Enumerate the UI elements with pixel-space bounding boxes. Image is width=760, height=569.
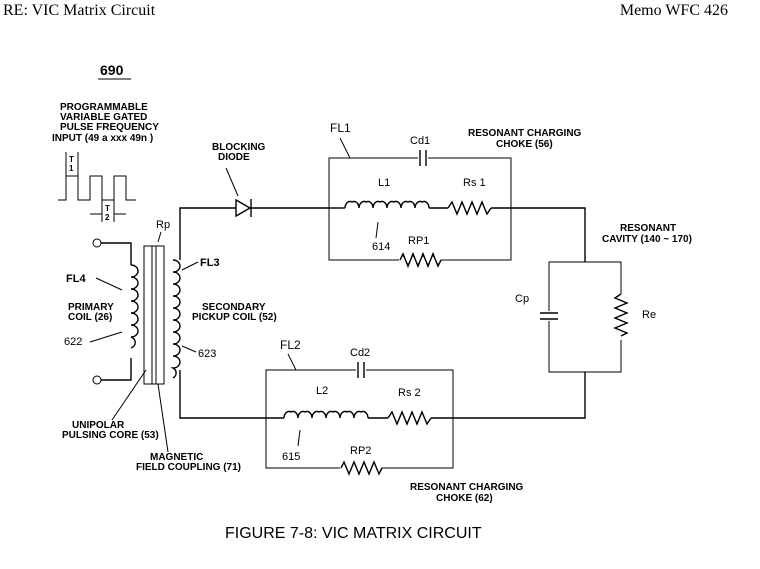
ref-614: 614 bbox=[372, 241, 390, 253]
blocking-diode bbox=[235, 198, 252, 218]
secondary-coil-label: SECONDARY PICKUP COIL (52) bbox=[192, 302, 277, 323]
pulsing-core bbox=[143, 245, 165, 385]
svg-text:MAGNETIC: MAGNETIC bbox=[150, 452, 203, 463]
svg-text:CAVITY (140 ~ 170): CAVITY (140 ~ 170) bbox=[602, 234, 692, 245]
ref-615: 615 bbox=[282, 451, 300, 463]
fl1-label: FL1 bbox=[330, 121, 351, 135]
svg-text:RESONANT: RESONANT bbox=[620, 223, 676, 234]
cd2-label: Cd2 bbox=[350, 347, 370, 359]
svg-text:DIODE: DIODE bbox=[218, 152, 250, 163]
fl4-label: FL4 bbox=[66, 273, 86, 285]
pulse-input-label: PROGRAMMABLE VARIABLE GATED PULSE FREQUE… bbox=[52, 102, 159, 144]
choke1-label: RESONANT CHARGING CHOKE (56) bbox=[468, 128, 582, 150]
fl2-pointer bbox=[287, 353, 297, 371]
cd1-capacitor bbox=[418, 150, 428, 166]
rs1-resistor bbox=[447, 200, 492, 216]
l2-inductor bbox=[283, 410, 369, 419]
unipolar-core-label: UNIPOLAR PULSING CORE (53) bbox=[62, 420, 159, 441]
unipolar-core-pointer bbox=[111, 369, 147, 421]
rs1-label: Rs 1 bbox=[463, 177, 486, 189]
l2-label: L2 bbox=[316, 385, 328, 397]
svg-text:PRIMARY: PRIMARY bbox=[68, 302, 114, 313]
rp2-resistor bbox=[340, 460, 383, 476]
svg-text:FIELD COUPLING (71): FIELD COUPLING (71) bbox=[136, 462, 241, 473]
primary-lead-top bbox=[101, 242, 132, 265]
ref-623-pointer bbox=[181, 345, 197, 353]
ref-614-pointer bbox=[375, 221, 379, 239]
blocking-diode-label: BLOCKING DIODE bbox=[212, 142, 266, 163]
svg-text:PULSING CORE (53): PULSING CORE (53) bbox=[62, 430, 159, 441]
ref-622-pointer bbox=[89, 331, 123, 343]
svg-text:VARIABLE GATED: VARIABLE GATED bbox=[60, 112, 147, 123]
svg-text:UNIPOLAR: UNIPOLAR bbox=[72, 420, 125, 431]
fl2-label: FL2 bbox=[280, 338, 301, 352]
wire-secondary-bottom bbox=[179, 370, 266, 419]
svg-text:PROGRAMMABLE: PROGRAMMABLE bbox=[60, 102, 148, 113]
cp-capacitor bbox=[540, 311, 558, 321]
wire-choke1-to-cavity bbox=[511, 207, 586, 262]
fl3-pointer bbox=[181, 261, 199, 271]
cp-label: Cp bbox=[515, 293, 529, 305]
svg-text:T: T bbox=[105, 204, 110, 213]
magnetic-coupling-label: MAGNETIC FIELD COUPLING (71) bbox=[136, 452, 241, 473]
svg-text:1: 1 bbox=[69, 164, 74, 173]
rp2-label: RP2 bbox=[350, 445, 371, 457]
primary-terminal-bottom[interactable] bbox=[92, 375, 102, 385]
svg-text:COIL (26): COIL (26) bbox=[68, 312, 112, 323]
wire-secondary-top bbox=[179, 207, 236, 260]
rp-label: Rp bbox=[156, 219, 170, 231]
t2-marker: T 2 bbox=[90, 200, 126, 222]
figure-caption: FIGURE 7-8: VIC MATRIX CIRCUIT bbox=[225, 525, 482, 542]
fl1-pointer bbox=[339, 137, 351, 159]
svg-text:INPUT (49 a xxx 49n ): INPUT (49 a xxx 49n ) bbox=[52, 133, 153, 144]
svg-text:PULSE FREQUENCY: PULSE FREQUENCY bbox=[60, 122, 159, 133]
rs2-resistor bbox=[387, 410, 432, 426]
t1-marker: T 1 bbox=[65, 152, 79, 176]
primary-lead-bottom bbox=[101, 358, 132, 381]
svg-text:SECONDARY: SECONDARY bbox=[202, 302, 266, 313]
cd1-label: Cd1 bbox=[410, 135, 430, 147]
svg-text:PICKUP COIL (52): PICKUP COIL (52) bbox=[192, 312, 277, 323]
l1-inductor bbox=[344, 200, 430, 209]
primary-coil bbox=[130, 264, 139, 349]
svg-text:CHOKE (56): CHOKE (56) bbox=[496, 139, 553, 150]
svg-text:2: 2 bbox=[105, 213, 110, 222]
resonant-cavity-box bbox=[548, 261, 622, 373]
blocking-diode-pointer bbox=[225, 167, 239, 197]
svg-text:BLOCKING: BLOCKING bbox=[212, 142, 266, 153]
re-label: Re bbox=[642, 309, 656, 321]
header-title: RE: VIC Matrix Circuit bbox=[3, 2, 156, 19]
ref-615-pointer bbox=[297, 429, 301, 447]
rs2-label: Rs 2 bbox=[398, 387, 421, 399]
svg-text:CHOKE (62): CHOKE (62) bbox=[436, 493, 493, 504]
magnetic-coupling-pointer bbox=[157, 383, 169, 453]
figure-number: 690 bbox=[100, 62, 124, 78]
pulse-waveform bbox=[58, 175, 136, 201]
memo-number: Memo WFC 426 bbox=[619, 2, 728, 19]
ref-623: 623 bbox=[198, 348, 216, 360]
fl4-pointer bbox=[95, 277, 123, 291]
ref-622: 622 bbox=[64, 336, 82, 348]
re-resistor bbox=[613, 293, 629, 340]
svg-text:RESONANT CHARGING: RESONANT CHARGING bbox=[410, 482, 524, 493]
rp1-label: RP1 bbox=[408, 235, 429, 247]
l1-label: L1 bbox=[378, 177, 390, 189]
secondary-coil bbox=[170, 259, 181, 379]
svg-text:RESONANT CHARGING: RESONANT CHARGING bbox=[468, 128, 582, 139]
wire-cavity-to-choke2 bbox=[453, 372, 586, 419]
resonant-cavity-label: RESONANT CAVITY (140 ~ 170) bbox=[602, 223, 692, 245]
primary-terminal-top[interactable] bbox=[92, 238, 102, 248]
choke2-label: RESONANT CHARGING CHOKE (62) bbox=[410, 482, 524, 504]
rp-pointer bbox=[157, 231, 162, 243]
fl3-label: FL3 bbox=[200, 257, 220, 269]
svg-text:T: T bbox=[69, 155, 74, 164]
primary-coil-label: PRIMARY COIL (26) bbox=[68, 302, 114, 323]
cd2-capacitor bbox=[356, 362, 366, 378]
